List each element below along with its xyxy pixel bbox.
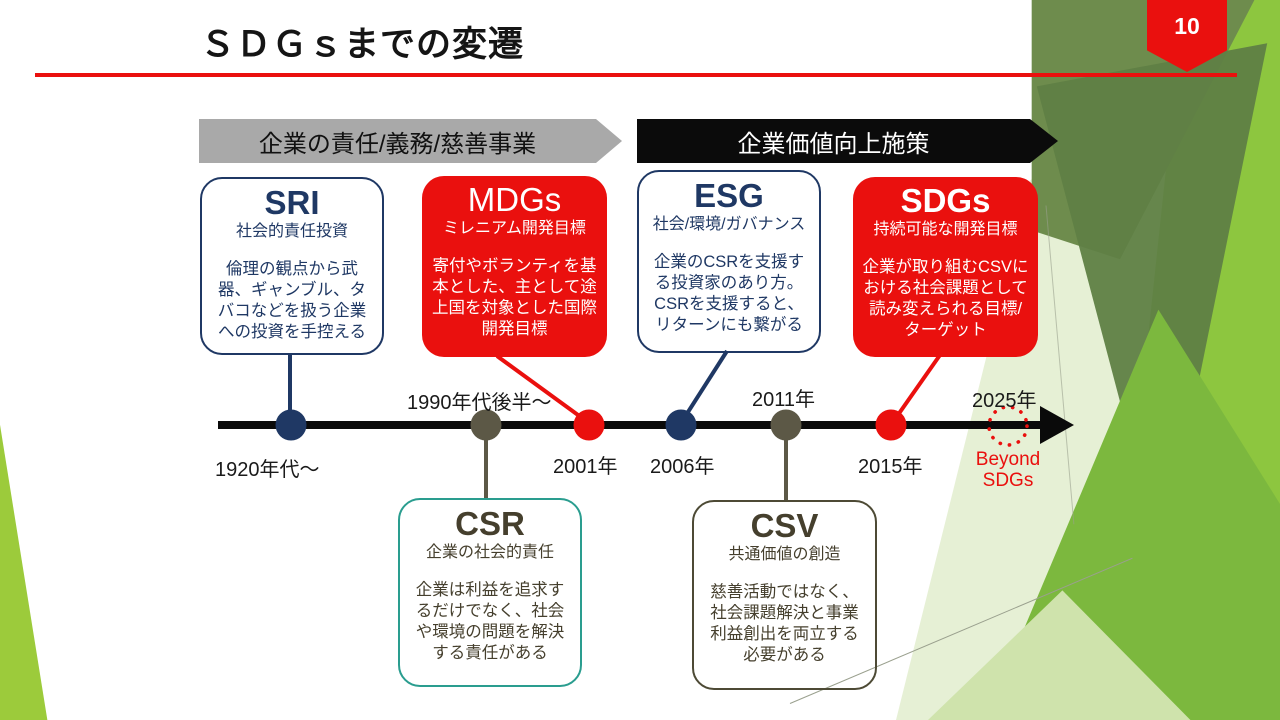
- concept-subtitle: ミレニアム開発目標: [443, 220, 586, 238]
- concept-subtitle: 社会/環境/ガバナンス: [652, 216, 806, 234]
- year-label-2006: 2006年: [650, 456, 715, 478]
- concept-body: 企業が取り組むCSVにおける社会課題として読み変えられる目標/ターゲット: [862, 258, 1029, 340]
- timeline-dot-2001: [573, 409, 605, 441]
- timeline-dot-2025-dotted: [987, 405, 1029, 447]
- beyond-sdgs-label: Beyond SDGs: [975, 449, 1041, 491]
- concept-box-mdgs: MDGs ミレニアム開発目標 寄付やボランティを基本とした、主として途上国を対象…: [422, 176, 607, 357]
- year-label-2015: 2015年: [858, 456, 923, 478]
- timeline-dot-2011: [770, 409, 802, 441]
- connector-sdgs: [891, 353, 942, 424]
- year-label-1990s: 1990年代後半～: [407, 392, 552, 414]
- year-label-2011: 2011年: [752, 389, 816, 411]
- concept-subtitle: 企業の社会的責任: [425, 544, 554, 562]
- banner-label: 企業価値向上施策: [737, 130, 930, 158]
- connector-mdgs: [495, 354, 591, 425]
- timeline-arrowhead-icon: [1040, 406, 1074, 444]
- year-label-1920: 1920年代～: [215, 459, 320, 481]
- banner-corporate-value-era: 企業価値向上施策: [637, 119, 1058, 163]
- concept-body: 慈善活動ではなく、社会課題解決と事業利益創出を両立する必要がある: [710, 583, 859, 665]
- concept-box-csv: CSV 共通価値の創造 慈善活動ではなく、社会課題解決と事業利益創出を両立する必…: [692, 500, 877, 690]
- concept-title: CSR: [455, 505, 525, 542]
- concept-title: SDGs: [900, 182, 991, 219]
- timeline-dot-1920: [275, 409, 307, 441]
- concept-subtitle: 社会的責任投資: [235, 223, 348, 241]
- concept-subtitle: 共通価値の創造: [728, 546, 841, 564]
- concept-title: CSV: [750, 507, 819, 544]
- year-label-2001: 2001年: [553, 456, 618, 478]
- year-label-2025: 2025年: [972, 390, 1037, 412]
- concept-body: 企業のCSRを支援する投資家のあり方。CSRを支援すると、リターンにも繋がる: [653, 253, 805, 335]
- concept-title: MDGs: [467, 181, 562, 218]
- concept-subtitle: 持続可能な開発目標: [873, 221, 1018, 239]
- concept-box-sri: SRI 社会的責任投資 倫理の観点から武器、ギャンブル、タバコなどを扱う企業への…: [200, 177, 384, 355]
- concept-box-esg: ESG 社会/環境/ガバナンス 企業のCSRを支援する投資家のあり方。CSRを支…: [637, 170, 821, 353]
- concept-body: 企業は利益を追求するだけでなく、社会や環境の問題を解決する責任がある: [415, 581, 565, 663]
- concept-box-sdgs: SDGs 持続可能な開発目標 企業が取り組むCSVにおける社会課題として読み変え…: [853, 177, 1038, 357]
- slide-title: ＳＤＧｓまでの変遷: [200, 25, 525, 64]
- banner-responsibility-era: 企業の責任/義務/慈善事業: [199, 119, 622, 163]
- timeline-dot-1990s: [470, 409, 502, 441]
- concept-title: ESG: [694, 177, 764, 214]
- title-underline: [35, 73, 1237, 77]
- timeline-dot-2015: [875, 409, 907, 441]
- timeline-dot-2006: [665, 409, 697, 441]
- concept-body: 寄付やボランティを基本とした、主として途上国を対象とした国際開発目標: [432, 257, 597, 339]
- concept-body: 倫理の観点から武器、ギャンブル、タバコなどを扱う企業への投資を手控える: [217, 260, 367, 342]
- concept-box-csr: CSR 企業の社会的責任 企業は利益を追求するだけでなく、社会や環境の問題を解決…: [398, 498, 582, 687]
- connector-esg: [679, 349, 729, 425]
- page-number: 10: [1174, 13, 1200, 39]
- concept-title: SRI: [264, 184, 320, 221]
- banner-label: 企業の責任/義務/慈善事業: [258, 130, 537, 158]
